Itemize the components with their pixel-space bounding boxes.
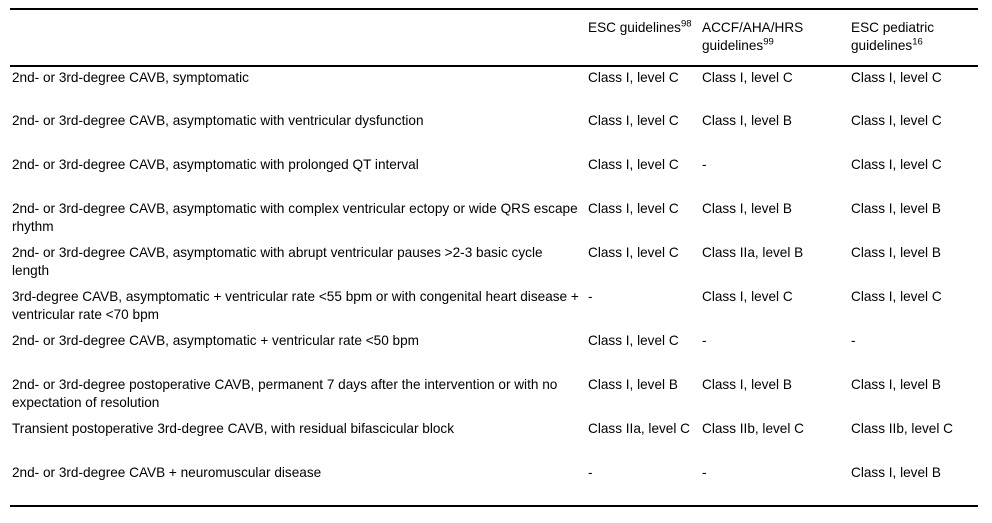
table-row: 2nd- or 3rd-degree CAVB + neuromuscular … xyxy=(10,461,978,507)
cell-esc-recommendation: Class I, level C xyxy=(588,332,679,348)
cell-esc-recommendation: - xyxy=(588,288,593,304)
cell-accf-recommendation: - xyxy=(702,461,851,507)
cell-description: 2nd- or 3rd-degree postoperative CAVB, p… xyxy=(12,376,558,411)
cell-description: 2nd- or 3rd-degree CAVB, asymptomatic wi… xyxy=(12,244,543,279)
cell-description: 2nd- or 3rd-degree CAVB, symptomatic xyxy=(12,69,249,85)
cell-esc-pediatric-recommendation: Class I, level C xyxy=(851,288,942,304)
cell-accf-recommendation: Class IIb, level C xyxy=(702,420,804,436)
table-row: 2nd- or 3rd-degree CAVB, asymptomatic wi… xyxy=(10,242,978,286)
cell-accf-recommendation: Class I, level B xyxy=(702,112,792,128)
column-header-description xyxy=(10,9,588,66)
column-header-accf-aha-hrs-guidelines: ACCF/AHA/HRS guidelines99 xyxy=(702,9,851,66)
cell-description: 3rd-degree CAVB, asymptomatic + ventricu… xyxy=(12,288,579,323)
cell-description: 2nd- or 3rd-degree CAVB, asymptomatic wi… xyxy=(12,112,424,128)
cell-description: Transient postoperative 3rd-degree CAVB,… xyxy=(12,420,455,436)
cell-esc-recommendation: Class I, level B xyxy=(588,376,678,392)
column-header-esc-guidelines-reference: 98 xyxy=(680,18,692,30)
cell-accf-recommendation: Class I, level C xyxy=(702,288,793,304)
guideline-comparison-table: ESC guidelines98 ACCF/AHA/HRS guidelines… xyxy=(10,8,978,507)
table-row: 2nd- or 3rd-degree postoperative CAVB, p… xyxy=(10,374,978,418)
cell-esc-pediatric-recommendation: Class I, level B xyxy=(851,376,941,392)
table-header: ESC guidelines98 ACCF/AHA/HRS guidelines… xyxy=(10,9,978,66)
cell-accf-recommendation: Class IIa, level B xyxy=(702,244,804,260)
cell-accf-recommendation: Class I, level B xyxy=(702,376,792,392)
column-header-esc-guidelines-label: ESC guidelines xyxy=(588,20,681,35)
cell-esc-recommendation: Class I, level C xyxy=(588,112,679,128)
cell-description: 2nd- or 3rd-degree CAVB, asymptomatic + … xyxy=(12,332,419,348)
cell-esc-recommendation: Class I, level C xyxy=(588,200,679,216)
table-row: 2nd- or 3rd-degree CAVB, asymptomatic + … xyxy=(10,330,978,374)
cell-esc-pediatric-recommendation: Class I, level B xyxy=(851,200,941,216)
cell-description: 2nd- or 3rd-degree CAVB, asymptomatic wi… xyxy=(12,156,419,172)
column-header-accf-aha-hrs-guidelines-label: ACCF/AHA/HRS guidelines xyxy=(702,20,804,53)
cell-esc-recommendation: Class I, level C xyxy=(588,244,679,260)
cell-accf-recommendation: Class I, level B xyxy=(702,200,792,216)
cell-accf-recommendation: - xyxy=(702,332,707,348)
cell-description: 2nd- or 3rd-degree CAVB, asymptomatic wi… xyxy=(12,200,578,235)
table-row: 2nd- or 3rd-degree CAVB, asymptomatic wi… xyxy=(10,198,978,242)
cell-esc-pediatric-recommendation: Class I, level B xyxy=(851,244,941,260)
guideline-comparison-table-container: ESC guidelines98 ACCF/AHA/HRS guidelines… xyxy=(10,8,978,507)
cell-accf-recommendation: - xyxy=(702,156,707,172)
table-row: 2nd- or 3rd-degree CAVB, symptomatic Clas… xyxy=(10,66,978,110)
table-header-row: ESC guidelines98 ACCF/AHA/HRS guidelines… xyxy=(10,9,978,66)
column-header-esc-pediatric-guidelines-label: ESC pediatric guidelines xyxy=(851,20,935,53)
table-row: Transient postoperative 3rd-degree CAVB,… xyxy=(10,418,978,462)
cell-esc-pediatric-recommendation: Class I, level C xyxy=(851,156,942,172)
cell-esc-recommendation: Class IIa, level C xyxy=(588,420,690,436)
table-row: 2nd- or 3rd-degree CAVB, asymptomatic wi… xyxy=(10,110,978,154)
cell-esc-pediatric-recommendation: Class I, level C xyxy=(851,69,942,85)
cell-esc-recommendation: Class I, level C xyxy=(588,69,679,85)
column-header-accf-aha-hrs-guidelines-reference: 99 xyxy=(763,36,774,48)
table-row: 3rd-degree CAVB, asymptomatic + ventricu… xyxy=(10,286,978,330)
column-header-esc-guidelines: ESC guidelines98 xyxy=(588,9,702,66)
cell-esc-recommendation: - xyxy=(588,461,702,507)
column-header-esc-pediatric-guidelines-reference: 16 xyxy=(912,36,923,48)
cell-esc-pediatric-recommendation: Class IIb, level C xyxy=(851,420,953,436)
cell-esc-recommendation: Class I, level C xyxy=(588,156,679,172)
cell-description: 2nd- or 3rd-degree CAVB + neuromuscular … xyxy=(10,461,588,507)
cell-accf-recommendation: Class I, level C xyxy=(702,69,793,85)
cell-esc-pediatric-recommendation: - xyxy=(851,332,856,348)
cell-esc-pediatric-recommendation: Class I, level B xyxy=(851,461,978,507)
cell-esc-pediatric-recommendation: Class I, level C xyxy=(851,112,942,128)
table-row: 2nd- or 3rd-degree CAVB, asymptomatic wi… xyxy=(10,154,978,198)
column-header-esc-pediatric-guidelines: ESC pediatric guidelines16 xyxy=(851,9,978,66)
